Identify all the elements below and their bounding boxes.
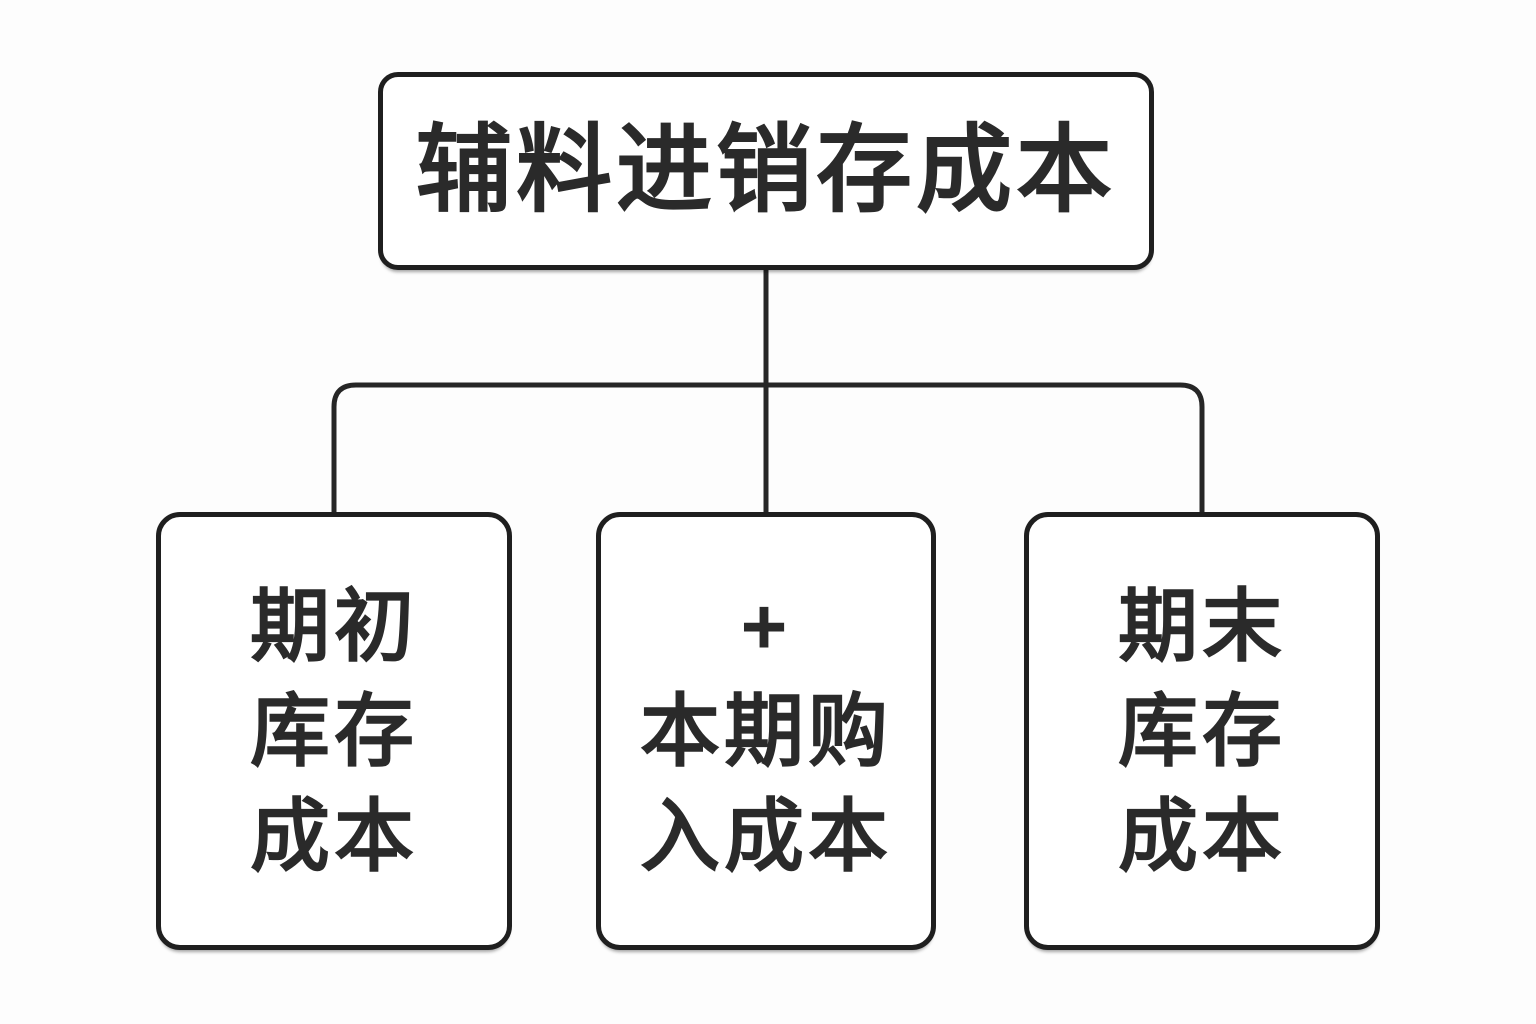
node-period-purchase-cost: + 本期购 入成本: [596, 512, 936, 950]
node-label-line: 期初: [250, 581, 418, 671]
node-label-line: 成本: [250, 791, 418, 881]
node-label-line: 库存: [1118, 686, 1286, 776]
node-label-line: 入成本: [640, 791, 892, 881]
node-label-line: 本期购: [640, 686, 892, 776]
node-label-line: 库存: [250, 686, 418, 776]
node-root-total-cost: 辅料进销存成本: [378, 72, 1154, 270]
connector-bridge: [331, 382, 1205, 516]
node-beginning-inventory-cost: 期初 库存 成本: [156, 512, 512, 950]
node-ending-inventory-cost: 期末 库存 成本: [1024, 512, 1380, 950]
plus-sign: +: [740, 581, 792, 671]
node-label-line: 期末: [1118, 581, 1286, 671]
node-root-label: 辅料进销存成本: [416, 117, 1116, 224]
node-label-line: 成本: [1118, 791, 1286, 881]
